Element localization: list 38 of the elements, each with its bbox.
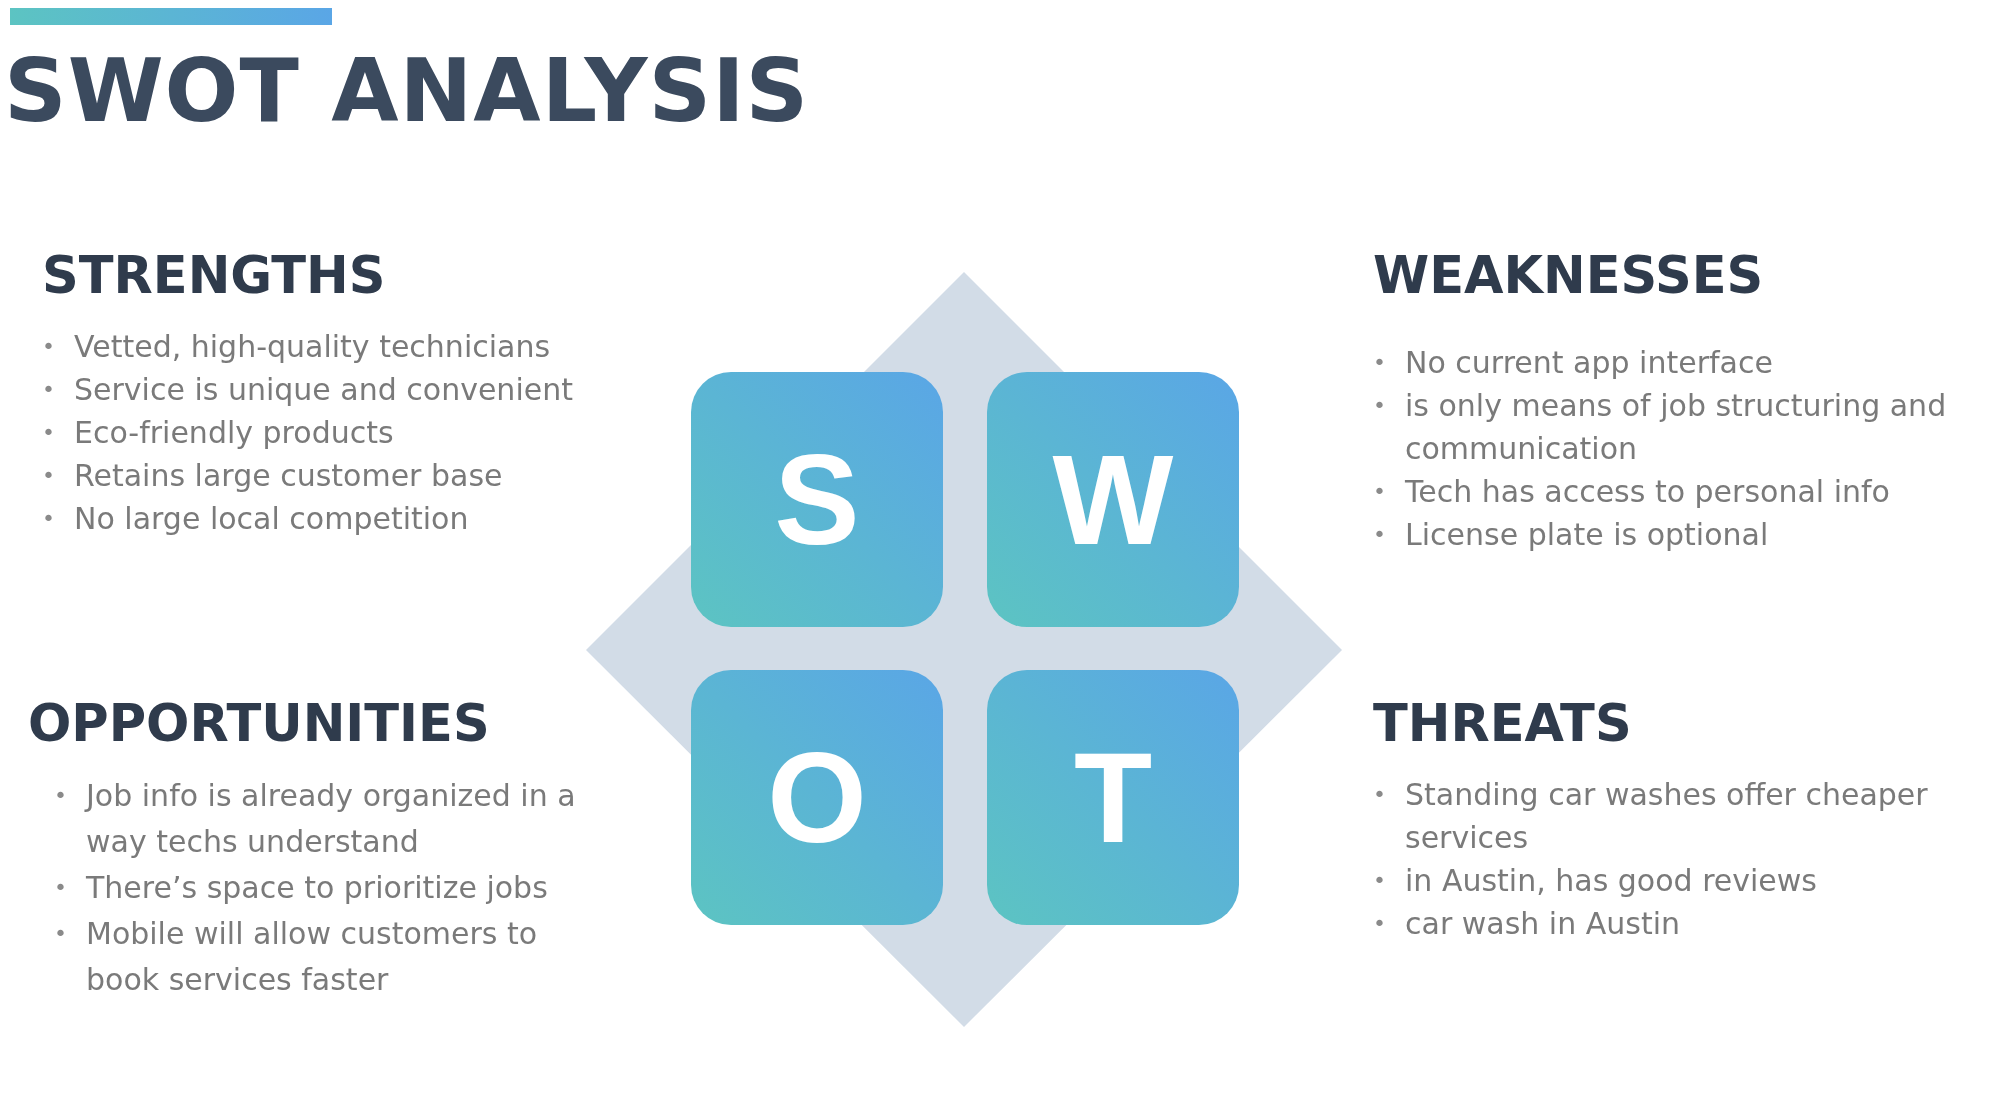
bullet-marker: •	[1373, 349, 1387, 377]
bullet-text: Tech has access to personal info	[1405, 473, 1891, 511]
letter-tile: S	[691, 372, 943, 627]
bullet-text: Vetted, high-quality technicians	[74, 328, 552, 366]
section-heading: OPPORTUNITIES	[28, 694, 491, 753]
letter-tile: W	[987, 372, 1239, 627]
bullet-marker: •	[1373, 781, 1387, 809]
section-heading: WEAKNESSES	[1373, 246, 1765, 305]
bullet-marker: •	[42, 376, 56, 404]
bullet-marker: •	[42, 333, 56, 361]
bullet-marker: •	[54, 920, 68, 948]
bullet-marker: •	[1373, 910, 1387, 938]
letter-tile: O	[691, 670, 943, 925]
bullet-marker: •	[42, 419, 56, 447]
bullet-marker: •	[42, 462, 56, 490]
section-heading: THREATS	[1373, 694, 1633, 753]
bullet-text: Service is unique and convenient	[74, 371, 574, 409]
bullet-text: Mobile will allow customers to book services faster	[86, 915, 539, 999]
bullet-text: is only means of job structuring and communication	[1405, 387, 1948, 468]
letter-tile: T	[987, 670, 1239, 925]
bullet-text: in Austin, has good reviews	[1405, 862, 1818, 900]
bullet-marker: •	[1373, 392, 1387, 420]
bullet-text: Job info is already organized in a way techs understand	[86, 777, 577, 861]
bullet-text: There’s space to prioritize jobs	[86, 869, 549, 907]
bullet-text: car wash in Austin	[1405, 905, 1681, 943]
bullet-text: Retains large customer base	[74, 457, 504, 495]
title: SWOT ANALYSIS	[4, 40, 810, 142]
bullet-text: No current app interface	[1405, 344, 1774, 382]
bullet-text: Eco-friendly products	[74, 414, 395, 452]
bullet-text: License plate is optional	[1405, 516, 1770, 554]
bullet-text: No large local competition	[74, 500, 470, 538]
bullet-marker: •	[1373, 478, 1387, 506]
section-heading: STRENGTHS	[42, 246, 387, 305]
bullet-marker: •	[1373, 521, 1387, 549]
bullet-marker: •	[42, 505, 56, 533]
bullet-marker: •	[1373, 867, 1387, 895]
bullet-marker: •	[54, 782, 68, 810]
bullet-marker: •	[54, 874, 68, 902]
